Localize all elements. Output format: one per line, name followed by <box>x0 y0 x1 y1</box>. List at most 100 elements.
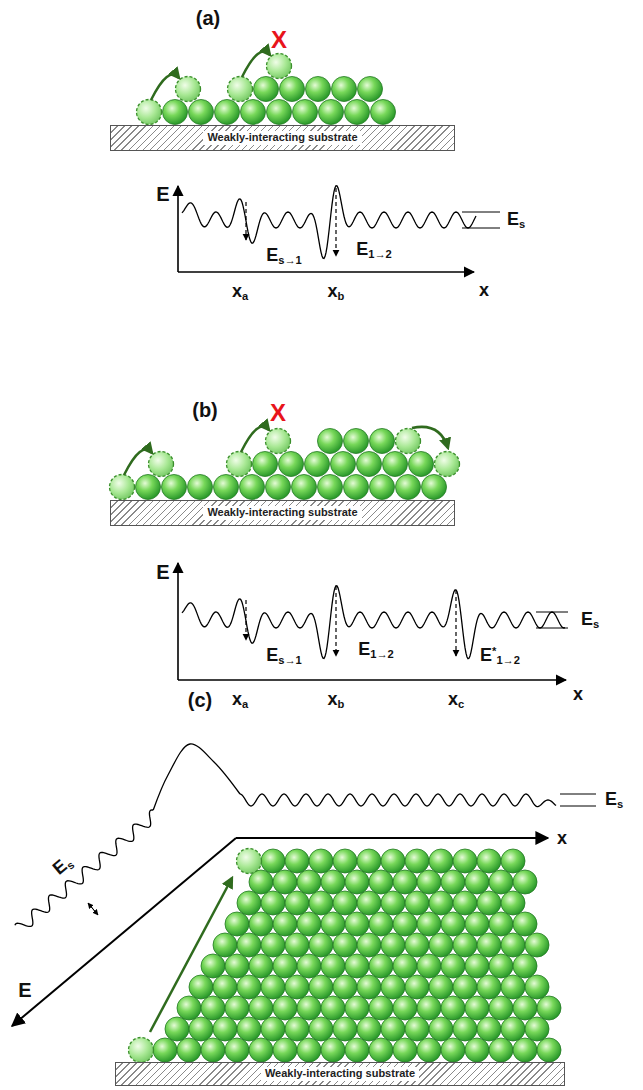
symbol: E <box>266 245 278 265</box>
atom <box>405 849 429 873</box>
subscript: s <box>617 798 623 810</box>
subscript: 1→2 <box>496 654 520 666</box>
atom <box>249 954 273 978</box>
atom <box>344 475 369 500</box>
atom <box>369 954 393 978</box>
atom <box>453 891 477 915</box>
atom <box>393 1038 417 1062</box>
symbol: E <box>358 639 370 659</box>
subscript: c <box>458 698 464 710</box>
atom <box>189 975 213 999</box>
atom <box>453 849 477 873</box>
substrate-label: Weakly-interacting substrate <box>203 131 361 144</box>
atom <box>201 954 225 978</box>
adatom <box>176 77 201 102</box>
adatom <box>267 54 292 79</box>
atom <box>273 912 297 936</box>
atom <box>441 954 465 978</box>
atom <box>345 870 369 894</box>
symbol: x <box>448 689 458 709</box>
atom <box>369 870 393 894</box>
symbol: E <box>507 209 519 229</box>
atom <box>285 891 309 915</box>
atom <box>489 1038 513 1062</box>
atom <box>525 975 549 999</box>
adatom <box>137 100 162 125</box>
atom <box>465 1038 489 1062</box>
hop-arrow <box>151 74 179 100</box>
blocked-mark: X <box>270 401 286 425</box>
adatom <box>129 1038 154 1063</box>
atom <box>177 996 201 1020</box>
atom <box>261 1017 285 1041</box>
atom <box>417 954 441 978</box>
atom <box>285 933 309 957</box>
atom <box>225 1038 249 1062</box>
atom <box>369 996 393 1020</box>
atom <box>273 870 297 894</box>
axis-label: xc <box>448 690 464 711</box>
atom <box>358 77 383 102</box>
atom <box>285 849 309 873</box>
atom <box>153 1038 177 1062</box>
subscript: s <box>519 218 525 230</box>
atom <box>453 1017 477 1041</box>
atom <box>381 1017 405 1041</box>
atom <box>293 100 318 125</box>
atom <box>213 1017 237 1041</box>
axes <box>12 794 596 1026</box>
subscript: s→1 <box>278 254 302 266</box>
axis-label: xa <box>232 690 248 711</box>
atom <box>357 452 382 477</box>
axis-label: Es <box>49 852 76 879</box>
atom <box>261 849 285 873</box>
climb-arrow <box>150 878 232 1032</box>
atom <box>393 954 417 978</box>
axis-label: Es <box>507 210 525 231</box>
axis-label: xb <box>328 282 345 303</box>
atom <box>477 891 501 915</box>
axis-label: Es→1 <box>266 246 302 267</box>
atom <box>321 954 345 978</box>
subscript: b <box>338 290 345 302</box>
atom <box>370 475 395 500</box>
atom <box>357 933 381 957</box>
adatom <box>228 77 253 102</box>
atom <box>261 975 285 999</box>
atom <box>306 77 331 102</box>
atom <box>501 975 525 999</box>
subscript: a <box>242 698 248 710</box>
energy-curve <box>153 744 240 810</box>
axes <box>178 563 568 680</box>
hop-arrow <box>412 427 448 448</box>
axis-label: E <box>156 184 169 204</box>
atom <box>370 429 395 454</box>
atom <box>305 452 330 477</box>
substrate-label: Weakly-interacting substrate <box>261 1067 419 1080</box>
atom <box>465 870 489 894</box>
atom <box>501 933 525 957</box>
atom <box>225 954 249 978</box>
atom <box>405 891 429 915</box>
superscript: * <box>492 645 496 657</box>
atom <box>331 452 356 477</box>
substrate-block: Weakly-interacting substrate <box>110 500 455 526</box>
atom <box>537 1038 561 1062</box>
axis-label: Es <box>605 790 623 811</box>
atom <box>237 891 261 915</box>
atom <box>237 1017 261 1041</box>
atom <box>453 975 477 999</box>
axis-label: (b) <box>192 400 218 420</box>
adatom <box>149 452 174 477</box>
atom <box>501 891 525 915</box>
atom <box>501 1017 525 1041</box>
axis-label: Es <box>581 610 599 631</box>
substrate-block: Weakly-interacting substrate <box>110 125 455 151</box>
symbol: x <box>232 689 242 709</box>
hop-arrow <box>242 51 270 77</box>
atom <box>318 429 343 454</box>
atom <box>525 933 549 957</box>
axis-label: E1→2 <box>356 240 392 261</box>
atom <box>225 912 249 936</box>
atom <box>261 891 285 915</box>
